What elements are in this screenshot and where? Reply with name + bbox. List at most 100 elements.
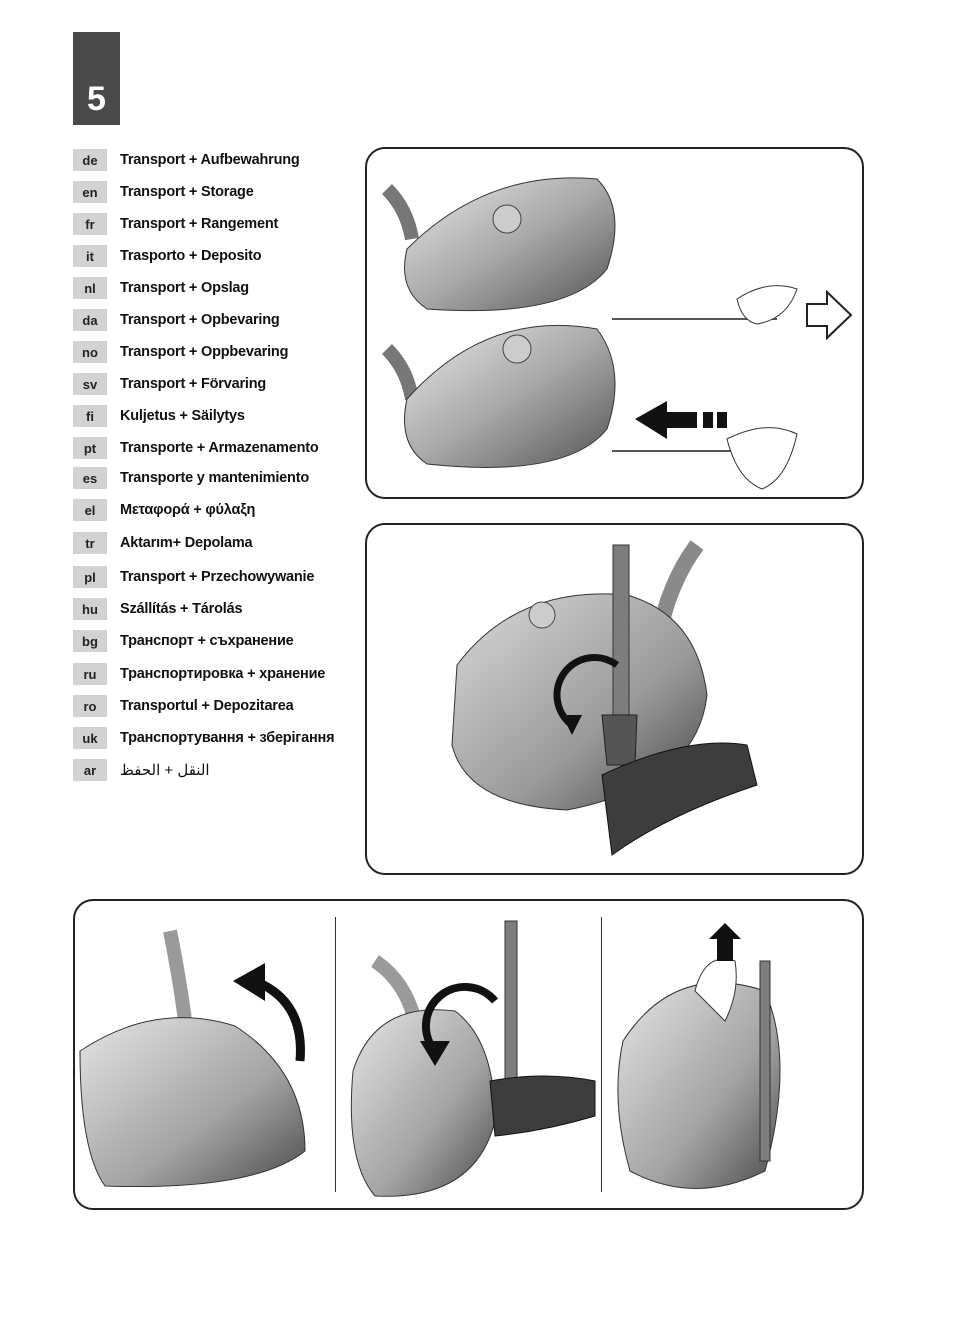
step-divider xyxy=(335,917,336,1192)
vacuum-body-icon xyxy=(451,593,708,811)
tube-coupling-icon xyxy=(601,714,638,766)
language-row-ru: ru Транспортировка + хранение xyxy=(73,663,325,685)
section-title: Trasporto + Deposito xyxy=(120,248,262,264)
language-code: tr xyxy=(73,532,107,554)
parking-position-illustration xyxy=(451,540,758,856)
language-code: de xyxy=(73,149,107,171)
knob-icon xyxy=(492,204,522,234)
language-row-pl: pl Transport + Przechowywanie xyxy=(73,566,314,588)
telescopic-tube-icon xyxy=(759,960,771,1162)
arrow-dashed-left-icon xyxy=(635,401,697,439)
hose-icon xyxy=(370,955,422,1023)
vacuum-body-icon xyxy=(350,1009,496,1197)
knob-icon xyxy=(502,334,532,364)
language-row-it: it Trasporto + Deposito xyxy=(73,245,262,267)
arrow-up-icon xyxy=(709,923,741,961)
language-code: en xyxy=(73,181,107,203)
section-title: Транспортировка + хранение xyxy=(120,666,326,682)
vacuum-body-icon xyxy=(404,177,616,312)
language-code: fr xyxy=(73,213,107,235)
section-title: Transport + Przechowywanie xyxy=(120,569,315,585)
section-title: Transport + Förvaring xyxy=(120,376,267,392)
language-code: uk xyxy=(73,727,107,749)
arrow-dash-2 xyxy=(717,412,727,428)
language-row-en: en Transport + Storage xyxy=(73,181,254,203)
section-title: Transportul + Depozitarea xyxy=(120,698,294,714)
language-code: bg xyxy=(73,630,107,652)
floor-nozzle-icon xyxy=(601,742,758,856)
arrow-head xyxy=(233,963,265,1001)
language-row-fr: fr Transport + Rangement xyxy=(73,213,278,235)
language-row-tr: tr Aktarım+ Depolama xyxy=(73,532,253,554)
language-code: no xyxy=(73,341,107,363)
curved-arrow-icon xyxy=(553,654,620,728)
language-code: ru xyxy=(73,663,107,685)
language-code: ro xyxy=(73,695,107,717)
telescopic-tube-icon xyxy=(612,544,630,716)
section-title: Transporte y mantenimiento xyxy=(120,470,309,486)
language-row-pt: pt Transporte + Armazenamento xyxy=(73,437,319,459)
vacuum-body-icon xyxy=(79,1017,306,1188)
section-title: Kuljetus + Säilytys xyxy=(120,408,245,424)
arrow-head xyxy=(420,1041,450,1066)
section-title: Transport + Oppbevaring xyxy=(120,344,289,360)
section-title: Transport + Storage xyxy=(120,184,254,200)
language-code: ar xyxy=(73,759,107,781)
language-code: pt xyxy=(73,437,107,459)
hand-icon xyxy=(726,427,798,490)
hose-icon xyxy=(381,184,419,241)
page-number: 5 xyxy=(73,32,120,125)
vacuum-body-icon xyxy=(617,982,781,1189)
parking-position-panel xyxy=(365,523,864,875)
language-code: sv xyxy=(73,373,107,395)
step-divider xyxy=(601,917,602,1192)
language-row-es: es Transporte y mantenimiento xyxy=(73,467,309,489)
language-code: hu xyxy=(73,598,107,620)
language-row-ro: ro Transportul + Depozitarea xyxy=(73,695,294,717)
section-title: النقل + الحفظ xyxy=(120,762,210,779)
language-row-de: de Transport + Aufbewahrung xyxy=(73,149,300,171)
language-row-da: da Transport + Opbevaring xyxy=(73,309,280,331)
hose-icon xyxy=(381,344,419,401)
language-code: da xyxy=(73,309,107,331)
hand-icon xyxy=(736,285,798,325)
cord-rewind-panel xyxy=(365,147,864,499)
section-title: Транспортування + зберігання xyxy=(120,730,335,746)
arrow-dash-1 xyxy=(703,412,713,428)
arrow-head xyxy=(562,715,582,735)
language-row-bg: bg Транспорт + съхранение xyxy=(73,630,294,652)
section-title: Transport + Opslag xyxy=(120,280,249,296)
language-code: pl xyxy=(73,566,107,588)
language-row-fi: fi Kuljetus + Säilytys xyxy=(73,405,245,427)
section-title: Transporte + Armazenamento xyxy=(120,440,319,456)
language-row-sv: sv Transport + Förvaring xyxy=(73,373,266,395)
section-title: Transport + Opbevaring xyxy=(120,312,280,328)
floor-nozzle-icon xyxy=(489,1075,596,1137)
language-code: es xyxy=(73,467,107,489)
language-row-uk: uk Транспортування + зберігання xyxy=(73,727,335,749)
language-row-nl: nl Transport + Opslag xyxy=(73,277,249,299)
hose-icon xyxy=(163,929,192,1022)
language-code: fi xyxy=(73,405,107,427)
section-title: Transport + Rangement xyxy=(120,216,279,232)
storage-steps-illustration xyxy=(79,920,781,1197)
cord-rewind-illustration xyxy=(381,177,853,490)
section-title: Transport + Aufbewahrung xyxy=(120,152,300,168)
section-title: Μεταφορά + φύλαξη xyxy=(120,502,256,518)
section-title: Szállítás + Tárolás xyxy=(120,601,243,617)
language-row-ar: ar النقل + الحفظ xyxy=(73,759,210,781)
curved-arrow-icon xyxy=(421,982,499,1054)
storage-steps-panel xyxy=(73,899,864,1210)
section-title: Aktarım+ Depolama xyxy=(120,535,253,551)
knob-icon xyxy=(528,601,556,629)
hand-icon xyxy=(694,958,737,1022)
section-title: Транспорт + съхранение xyxy=(120,633,294,649)
language-code: it xyxy=(73,245,107,267)
arrow-outline-right-icon xyxy=(806,289,853,341)
telescopic-tube-icon xyxy=(504,920,518,1102)
language-row-hu: hu Szállítás + Tárolás xyxy=(73,598,243,620)
language-code: nl xyxy=(73,277,107,299)
language-row-no: no Transport + Oppbevaring xyxy=(73,341,288,363)
vacuum-body-icon xyxy=(404,324,616,468)
